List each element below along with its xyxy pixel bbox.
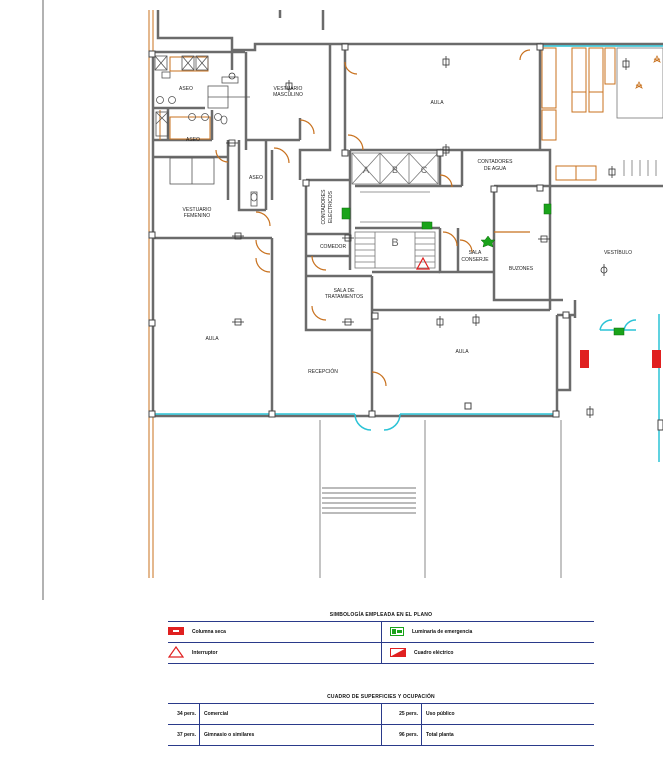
legend-label-dry-column: Columna seca <box>192 629 226 635</box>
legend-label-emergency-light: Luminaria de emergencia <box>412 629 473 635</box>
occupancy-persons: 34 pers. <box>177 711 196 717</box>
room-label-contadores-agua-1: CONTADORES <box>478 159 514 165</box>
occupancy-persons: 25 pers. <box>399 711 418 717</box>
room-label-comedor: COMEDOR <box>320 244 347 250</box>
room-label-aseo-2: ASEO <box>186 137 200 143</box>
room-label-aula-left: AULA <box>205 336 219 342</box>
entrance-steps <box>322 487 416 514</box>
occupancy-use: Uso público <box>426 711 455 717</box>
occupancy-persons: 37 pers. <box>177 732 196 738</box>
legend-label-switch: Interruptor <box>192 650 218 656</box>
stair-label-b: B <box>391 237 398 249</box>
room-label-sala-tratamientos-2: TRATAMIENTOS <box>325 294 364 300</box>
elevator-label-c: C <box>421 165 428 175</box>
doors <box>215 49 531 387</box>
glazing <box>153 45 663 462</box>
room-label-vestuario-masculino-1: VESTUARIO <box>274 86 303 92</box>
symbol-legend: SIMBOLOGÍA EMPLEADA EN EL PLANO Columna … <box>167 612 594 664</box>
elevator-label-b: B <box>392 165 398 175</box>
room-label-contadores-electricos-1: CONTADORES <box>321 189 327 225</box>
occupancy-use: Gimnasio o similares <box>204 732 255 738</box>
room-label-vestuario-femenino-2: FEMENINO <box>184 213 211 219</box>
room-label-sala-tratamientos-1: SALA DE <box>334 288 356 294</box>
occupancy-use: Comercial <box>204 711 229 717</box>
mat-area <box>616 47 663 176</box>
occupancy-row: 34 pers. Comercial 25 pers. Uso público <box>168 704 594 725</box>
room-label-aseo-1: ASEO <box>179 86 193 92</box>
room-label-sala-conserje-2: CONSERJE <box>461 257 489 263</box>
room-label-buzones: BUZONES <box>509 266 534 272</box>
room-label-recepcion: RECEPCIÓN <box>308 368 338 375</box>
room-label-sala-conserje-1: SALA <box>469 250 482 256</box>
light-fixtures <box>226 56 630 418</box>
occupancy-persons: 96 pers. <box>399 732 418 738</box>
walls <box>151 10 663 418</box>
switch-triangle-icon <box>415 256 431 270</box>
emergency-light-icon <box>390 626 404 638</box>
occupancy-use: Total planta <box>426 732 454 738</box>
room-label-contadores-agua-2: DE AGUA <box>484 166 507 172</box>
room-label-contadores-electricos-2: ELECTRICOS <box>328 190 334 223</box>
occupancy-row: 37 pers. Gimnasio o similares 96 pers. T… <box>168 725 594 746</box>
symbol-legend-title: SIMBOLOGÍA EMPLEADA EN EL PLANO <box>329 612 433 618</box>
room-label-vestuario-femenino-1: VESTUARIO <box>183 207 212 213</box>
legend-label-electric-panel: Cuadro eléctrico <box>414 650 454 656</box>
legend-row: Columna seca Luminaria de emergencia <box>168 622 594 643</box>
occupancy-table: CUADRO DE SUPERFICIES Y OCUPACIÓN 34 per… <box>168 694 594 746</box>
dry-column-icon <box>168 627 184 637</box>
switch-triangle-legend-icon <box>167 645 185 660</box>
room-label-vestuario-masculino-2: MASCULINO <box>273 92 303 98</box>
room-label-aula-top: AULA <box>430 100 444 106</box>
elevators <box>351 152 439 185</box>
room-label-aseo-3: ASEO <box>249 175 263 181</box>
floor-plan: ASEO ASEO ASEO VESTUARIO MASCULINO VESTU… <box>42 0 663 600</box>
occupancy-title: CUADRO DE SUPERFICIES Y OCUPACIÓN <box>327 694 435 700</box>
electric-panel-icon <box>390 647 406 659</box>
legend-row: Interruptor Cuadro eléctrico <box>167 643 594 664</box>
room-label-vestibulo: VESTÍBULO <box>604 249 632 256</box>
elevator-label-a: A <box>363 165 369 175</box>
sanitary-fixtures <box>154 55 258 207</box>
dry-column-markers <box>580 350 661 368</box>
emergency-light-markers <box>341 203 625 336</box>
room-label-aula-center: AULA <box>455 349 469 355</box>
column-markers <box>148 43 663 431</box>
stairs <box>354 191 436 269</box>
